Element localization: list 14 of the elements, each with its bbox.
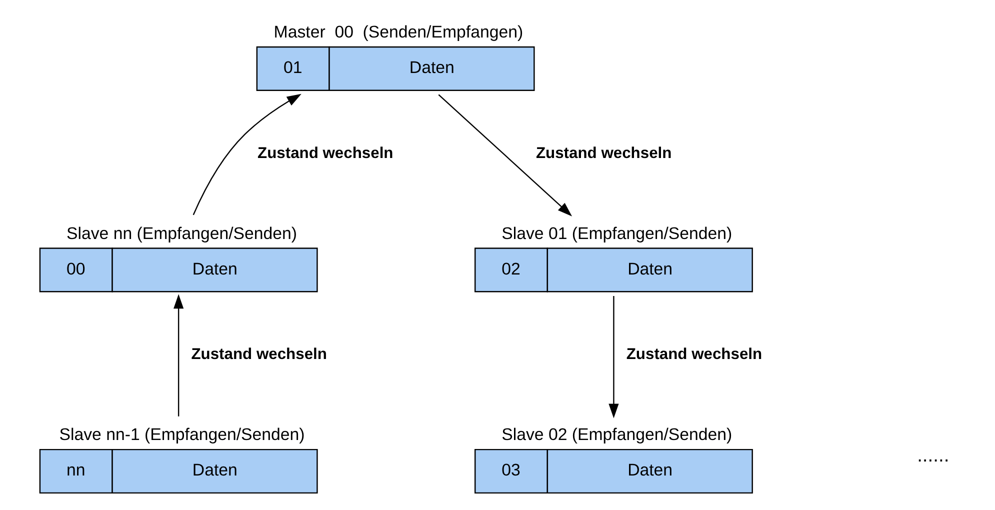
arrow [608, 296, 618, 418]
node-label: Slave 01 (Empfangen/Senden) [501, 223, 732, 242]
node-label: Slave 02 (Empfangen/Senden) [501, 424, 732, 444]
edge-label: Zustand wechseln [626, 346, 762, 363]
node-label: Master 00 (Senden/Empfangen) [273, 22, 523, 42]
node-label: Slave nn (Empfangen/Senden) [66, 223, 297, 242]
arrow [438, 94, 572, 216]
arrow [173, 294, 184, 416]
edge-label: Zustand wechseln [257, 144, 393, 162]
arrow [192, 93, 301, 215]
node-label: Slave nn-1 (Empfangen/Senden) [58, 424, 304, 444]
label: ...... [916, 444, 949, 466]
edge-label: Zustand wechseln [190, 346, 326, 363]
edge-label: Zustand wechseln [535, 144, 672, 162]
